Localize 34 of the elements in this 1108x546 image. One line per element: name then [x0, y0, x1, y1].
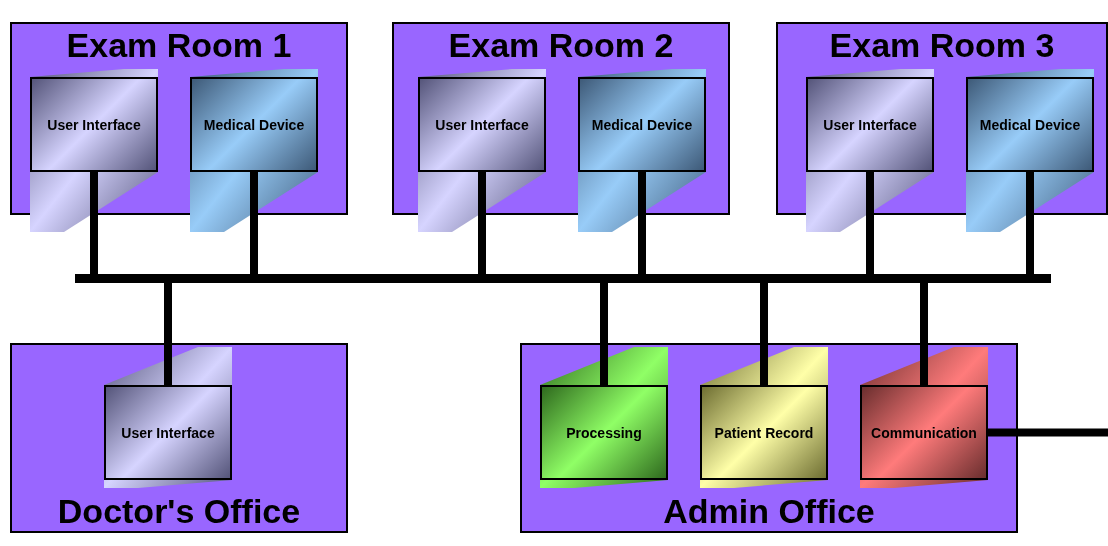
connector-line [638, 172, 646, 274]
connector-line [250, 172, 258, 274]
connector-line [478, 172, 486, 274]
connector-line [988, 428, 1108, 437]
component-label: User Interface [120, 423, 216, 442]
component-label: Processing [565, 423, 643, 442]
component-box [578, 77, 706, 172]
component-label: Communication [870, 423, 978, 442]
room-title: Admin Office [662, 492, 876, 531]
component-label: User Interface [434, 115, 530, 134]
component-label: Patient Record [713, 423, 815, 442]
component-label: Medical Device [590, 115, 694, 134]
room-title: Exam Room 2 [447, 26, 675, 65]
component-box [966, 77, 1094, 172]
room-panel [10, 343, 348, 533]
component-box [104, 385, 232, 480]
component-label: User Interface [822, 115, 918, 134]
component-box [860, 385, 988, 480]
component-label: User Interface [46, 115, 142, 134]
component-box [806, 77, 934, 172]
component-box [700, 385, 828, 480]
component-box [30, 77, 158, 172]
component-label: Medical Device [202, 115, 306, 134]
component-label: Medical Device [978, 115, 1082, 134]
component-box [190, 77, 318, 172]
component-box [540, 385, 668, 480]
network-bus [75, 274, 1051, 283]
connector-line [1026, 172, 1034, 274]
connector-line [866, 172, 874, 274]
room-title: Exam Room 3 [828, 26, 1056, 65]
room-title: Exam Room 1 [65, 26, 293, 65]
component-box [418, 77, 546, 172]
room-title: Doctor's Office [56, 492, 302, 531]
connector-line [90, 172, 98, 274]
